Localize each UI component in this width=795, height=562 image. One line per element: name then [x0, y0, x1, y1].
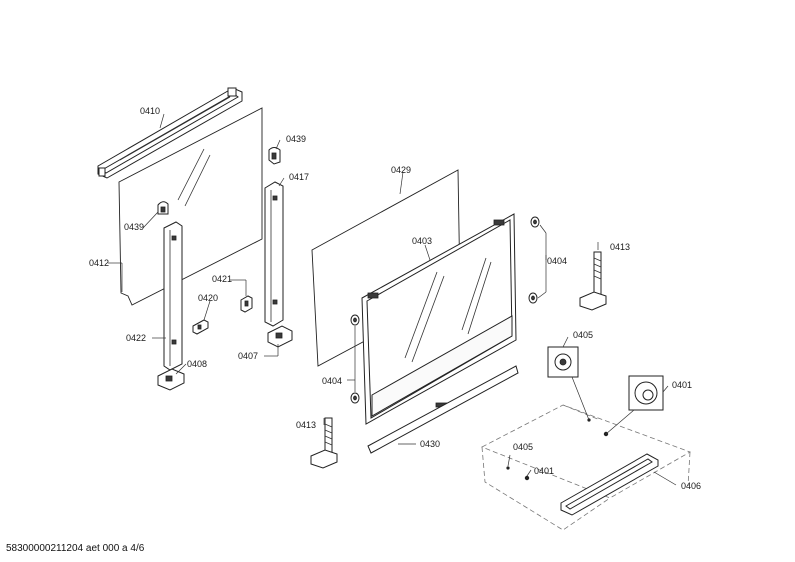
spacer-0404-c — [530, 216, 540, 228]
hinge-0413-left — [310, 417, 338, 469]
hinge-0413-right — [579, 251, 607, 311]
label-0405-top: 0405 — [573, 330, 593, 340]
label-0410: 0410 — [140, 106, 160, 116]
inner-glass-0412 — [118, 107, 263, 306]
label-0439-left: 0439 — [124, 222, 144, 232]
label-0401-bottom: 0401 — [534, 466, 554, 476]
label-0401-top: 0401 — [672, 380, 692, 390]
trim-strip-0410 — [97, 87, 243, 179]
bracket-0421 — [240, 295, 253, 313]
side-profile-0417 — [264, 181, 284, 327]
outer-door-0403 — [361, 213, 517, 425]
label-0421: 0421 — [212, 274, 232, 284]
spacer-0404-d — [528, 292, 538, 304]
label-0429: 0429 — [391, 165, 411, 175]
detail-box-0405 — [547, 346, 579, 378]
pin-0405-b — [506, 466, 510, 470]
label-0407: 0407 — [238, 351, 258, 361]
label-0403: 0403 — [412, 236, 432, 246]
label-0413-right: 0413 — [610, 242, 630, 252]
clip-0439-left — [157, 201, 169, 215]
side-profile-0422 — [163, 221, 183, 371]
label-0405-bottom: 0405 — [513, 442, 533, 452]
label-0404-left: 0404 — [322, 376, 342, 386]
label-0420: 0420 — [198, 293, 218, 303]
leader-lines — [108, 113, 677, 486]
hinge-block-0407 — [267, 325, 293, 348]
label-0439-top: 0439 — [286, 134, 306, 144]
handle-mount-outline — [481, 404, 691, 531]
drawing-reference: 58300000211204 aet 000 a 4/6 — [6, 543, 145, 554]
spacer-0404-b — [350, 392, 360, 404]
clip-0439-right — [268, 147, 281, 165]
label-0430: 0430 — [420, 439, 440, 449]
label-0406: 0406 — [681, 481, 701, 491]
label-0422: 0422 — [126, 333, 146, 343]
label-0404-right: 0404 — [547, 256, 567, 266]
label-0413-left: 0413 — [296, 420, 316, 430]
pin-0401-b — [524, 475, 530, 481]
label-0412: 0412 — [89, 258, 109, 268]
handle-0406 — [560, 453, 659, 516]
label-0408: 0408 — [187, 359, 207, 369]
bottom-profile-0430 — [367, 365, 519, 454]
detail-box-0401 — [628, 375, 664, 411]
spacer-0404-a — [350, 314, 360, 326]
hinge-block-0408 — [157, 368, 185, 391]
label-0417: 0417 — [289, 172, 309, 182]
bracket-0420 — [192, 319, 209, 335]
